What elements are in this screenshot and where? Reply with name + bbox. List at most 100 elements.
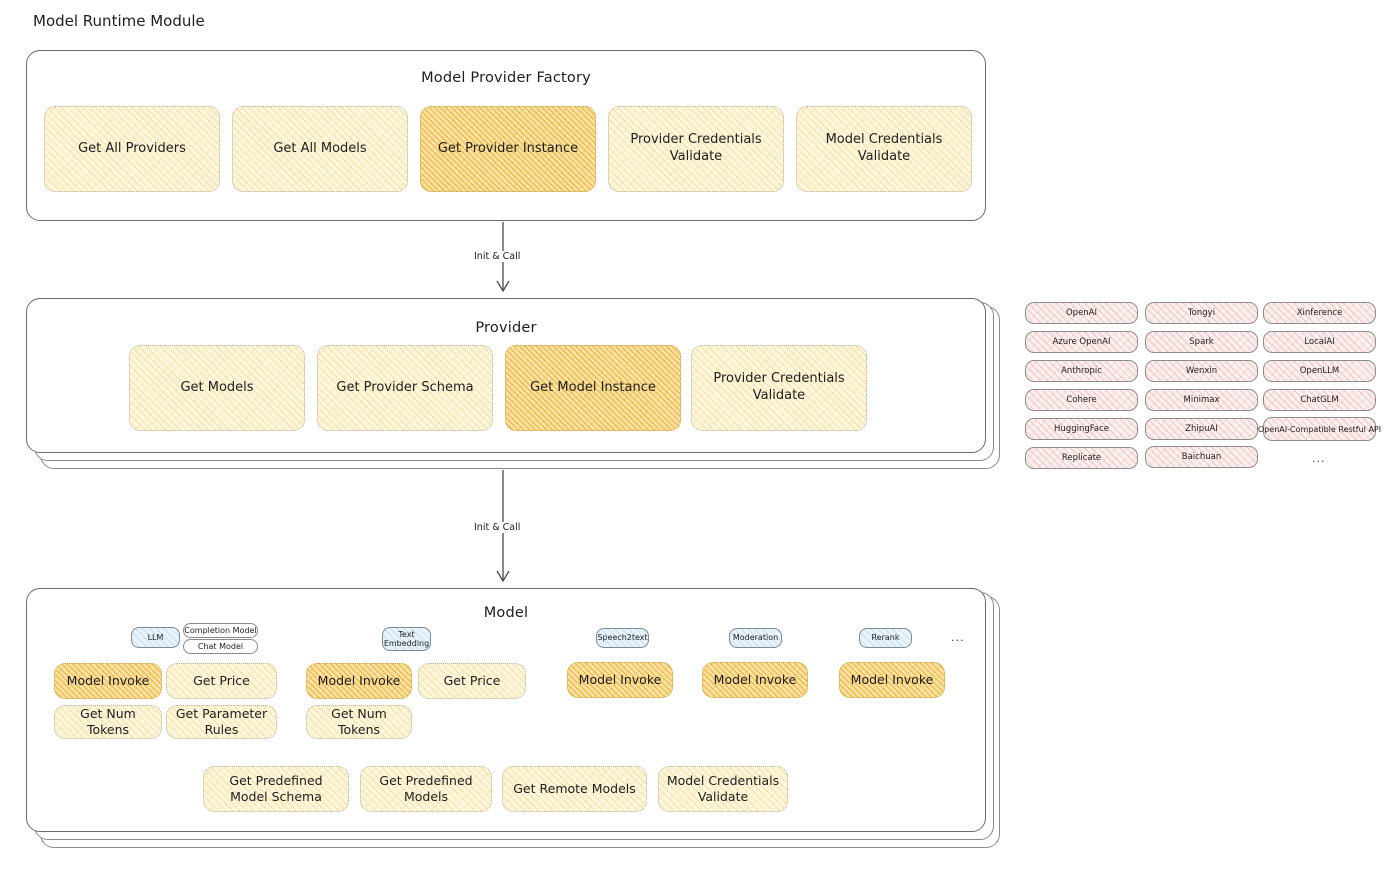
node-get-predefined-model-schema[interactable]: Get Predefined Model Schema [203, 766, 349, 812]
chip-label: Spark [1189, 337, 1214, 347]
node-speech2text-model-invoke[interactable]: Model Invoke [567, 662, 673, 698]
chip-label: OpenAI-Compatible Restful API [1257, 424, 1382, 434]
node-get-provider-instance[interactable]: Get Provider Instance [420, 106, 596, 192]
chip-label: Baichuan [1181, 452, 1222, 462]
provider-chip-huggingface[interactable]: HuggingFace [1025, 418, 1138, 440]
node-provider-credentials-validate-2[interactable]: Provider Credentials Validate [691, 345, 867, 431]
node-get-provider-schema[interactable]: Get Provider Schema [317, 345, 493, 431]
node-label: Model Credentials Validate [825, 132, 943, 164]
node-model-credentials-validate[interactable]: Model Credentials Validate [796, 106, 972, 192]
provider-title: Provider [475, 320, 537, 336]
model-type-chip-speech2text[interactable]: Speech2text [596, 628, 649, 648]
node-label: Get All Providers [78, 140, 186, 156]
chip-label: ChatGLM [1300, 395, 1339, 405]
node-label: Get Models [180, 379, 254, 395]
node-label: Get Remote Models [513, 781, 636, 796]
model-type-chip-llm[interactable]: LLM [131, 627, 180, 648]
node-text-embedding-model-invoke[interactable]: Model Invoke [306, 663, 412, 699]
model-type-chip-text-embedding[interactable]: Text Embedding [382, 627, 431, 651]
provider-chip-tongyi[interactable]: Tongyi [1145, 302, 1258, 324]
chip-label: Rerank [871, 633, 900, 643]
node-label: Get Predefined Models [379, 773, 473, 804]
node-label: Get Provider Instance [437, 140, 579, 156]
provider-chip-openai[interactable]: OpenAI [1025, 302, 1138, 324]
node-rerank-model-invoke[interactable]: Model Invoke [839, 662, 945, 698]
node-label: Get Price [443, 673, 501, 688]
node-label: Get All Models [273, 140, 367, 156]
chip-label: Replicate [1061, 453, 1102, 463]
provider-chip-xinference[interactable]: Xinference [1263, 302, 1376, 324]
provider-chip-anthropic[interactable]: Anthropic [1025, 360, 1138, 382]
node-label: Model Invoke [317, 673, 401, 688]
provider-chip-azure-openai[interactable]: Azure OpenAI [1025, 331, 1138, 353]
chip-label: Speech2text [597, 633, 648, 643]
chip-label: Anthropic [1061, 366, 1102, 376]
node-llm-model-invoke[interactable]: Model Invoke [54, 663, 162, 699]
node-label: Get Predefined Model Schema [229, 773, 323, 804]
node-label: Provider Credentials Validate [630, 132, 762, 164]
provider-chip-minimax[interactable]: Minimax [1145, 389, 1258, 411]
provider-list-more-ellipsis: ... [1312, 452, 1326, 465]
chip-label: OpenLLM [1299, 366, 1340, 376]
node-text-embedding-get-price[interactable]: Get Price [418, 663, 526, 699]
node-get-predefined-models[interactable]: Get Predefined Models [360, 766, 492, 812]
node-label: Get Num Tokens [80, 706, 136, 737]
model-provider-factory-title: Model Provider Factory [421, 70, 591, 86]
model-tag-completion-model[interactable]: Completion Model [183, 623, 258, 638]
node-label: Model Invoke [578, 672, 662, 687]
node-text-embedding-get-num-tokens[interactable]: Get Num Tokens [306, 705, 412, 739]
chip-label: LLM [147, 632, 164, 642]
chip-label: Tongyi [1187, 308, 1216, 318]
node-llm-get-price[interactable]: Get Price [166, 663, 277, 699]
node-get-models[interactable]: Get Models [129, 345, 305, 431]
chip-label: Cohere [1066, 395, 1097, 405]
node-get-model-instance[interactable]: Get Model Instance [505, 345, 681, 431]
chip-label: LocalAI [1304, 337, 1335, 347]
chip-label: Wenxin [1185, 366, 1218, 376]
model-tag-chat-model[interactable]: Chat Model [183, 639, 258, 654]
node-label: Model Invoke [66, 673, 150, 688]
model-title: Model [483, 605, 529, 621]
provider-chip-baichuan[interactable]: Baichuan [1145, 446, 1258, 468]
node-label: Model Credentials Validate [666, 773, 780, 804]
chip-label: Text Embedding [383, 629, 430, 648]
chip-label: OpenAI [1065, 308, 1098, 318]
node-provider-credentials-validate[interactable]: Provider Credentials Validate [608, 106, 784, 192]
node-label: Get Num Tokens [331, 706, 387, 737]
node-label: Model Invoke [713, 672, 797, 687]
model-type-chip-moderation[interactable]: Moderation [729, 628, 782, 648]
node-label: Get Parameter Rules [175, 706, 268, 737]
provider-chip-spark[interactable]: Spark [1145, 331, 1258, 353]
provider-chip-cohere[interactable]: Cohere [1025, 389, 1138, 411]
node-llm-get-parameter-rules[interactable]: Get Parameter Rules [166, 705, 277, 739]
arrow-label-init-and-call-1: Init & Call [471, 251, 524, 262]
node-get-all-providers[interactable]: Get All Providers [44, 106, 220, 192]
node-label: Get Provider Schema [336, 379, 474, 395]
node-llm-get-num-tokens[interactable]: Get Num Tokens [54, 705, 162, 739]
arrow-label-init-and-call-2: Init & Call [471, 522, 524, 533]
node-get-remote-models[interactable]: Get Remote Models [502, 766, 647, 812]
node-get-all-models[interactable]: Get All Models [232, 106, 408, 192]
provider-chip-openllm[interactable]: OpenLLM [1263, 360, 1376, 382]
provider-chip-chatglm[interactable]: ChatGLM [1263, 389, 1376, 411]
provider-chip-wenxin[interactable]: Wenxin [1145, 360, 1258, 382]
node-label: Provider Credentials Validate [713, 371, 845, 403]
chip-label: HuggingFace [1054, 424, 1109, 434]
provider-chip-openai-compatible-restful-api[interactable]: OpenAI-Compatible Restful API [1258, 417, 1381, 441]
node-label: Get Price [193, 673, 250, 688]
model-types-more-ellipsis: ... [951, 631, 965, 644]
node-model-credentials-validate-common[interactable]: Model Credentials Validate [658, 766, 788, 812]
model-type-chip-rerank[interactable]: Rerank [859, 628, 912, 648]
chip-label: Xinference [1296, 308, 1343, 318]
node-label: Model Invoke [850, 672, 934, 687]
node-moderation-model-invoke[interactable]: Model Invoke [702, 662, 808, 698]
provider-chip-replicate[interactable]: Replicate [1025, 447, 1138, 469]
chip-label: Minimax [1183, 395, 1220, 405]
chip-label: Moderation [732, 633, 779, 643]
provider-chip-localai[interactable]: LocalAI [1263, 331, 1376, 353]
chip-label: Azure OpenAI [1052, 337, 1111, 347]
chip-label: ZhipuAI [1185, 424, 1218, 434]
provider-chip-zhipuai[interactable]: ZhipuAI [1145, 418, 1258, 440]
page-title: Model Runtime Module [33, 12, 205, 30]
